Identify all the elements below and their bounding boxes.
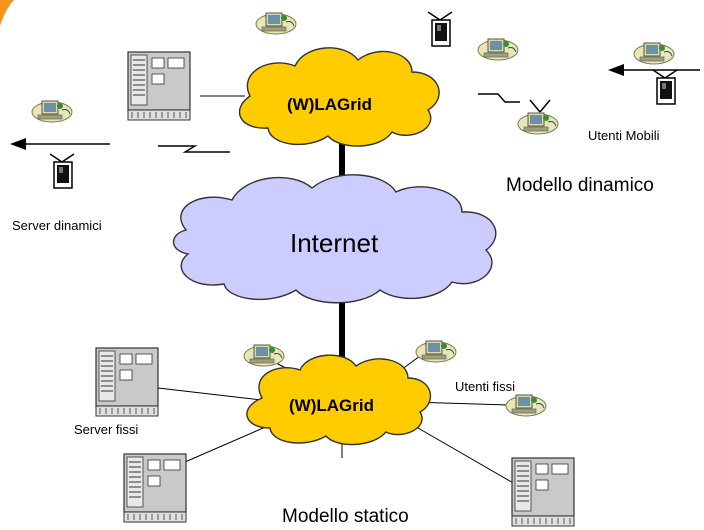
- server-icon-fixed-1: [95, 347, 159, 417]
- corner-accent: [0, 0, 14, 26]
- arrow-left-icon-right: [608, 64, 700, 76]
- bottom-cloud-label: (W)LAGrid: [289, 396, 374, 415]
- user-workstation-icon-6: [243, 344, 285, 367]
- user-workstation-icon-5: [31, 100, 73, 123]
- modello-dinamico-label: Modello dinamico: [506, 175, 654, 196]
- modello-statico-label: Modello statico: [282, 506, 409, 527]
- server-dinamici-label: Server dinamici: [12, 218, 102, 233]
- utenti-mobili-label: Utenti Mobili: [588, 128, 660, 143]
- user-workstation-icon-3: [633, 42, 675, 65]
- mobile-device-icon-2: [49, 153, 75, 189]
- user-workstation-icon-1: [255, 12, 297, 35]
- user-workstation-icon-4: [517, 112, 559, 135]
- server-icon-fixed-3: [511, 457, 575, 527]
- top-cloud-icon: [238, 47, 440, 147]
- mobile-device-icon-3: [652, 69, 678, 105]
- user-workstation-icon-2: [477, 38, 519, 61]
- user-workstation-icon-7: [415, 340, 457, 363]
- mobile-device-antenna-icon: [529, 99, 551, 113]
- wireless-link-right: [478, 93, 520, 103]
- server-icon-dynamic: [127, 51, 191, 121]
- server-fissi-label: Server fissi: [74, 422, 139, 437]
- wireless-link-left: [158, 145, 230, 153]
- arrow-left-icon: [10, 138, 110, 150]
- utenti-fissi-label: Utenti fissi: [455, 379, 515, 394]
- internet-cloud-icon: [172, 174, 497, 304]
- server-icon-fixed-2: [123, 453, 187, 523]
- internet-label: Internet: [290, 228, 379, 258]
- top-cloud-label: (W)LAGrid: [287, 95, 372, 114]
- bottom-cloud-icon: [246, 354, 432, 446]
- mobile-device-icon-1: [427, 11, 453, 47]
- user-workstation-icon-8: [505, 394, 547, 417]
